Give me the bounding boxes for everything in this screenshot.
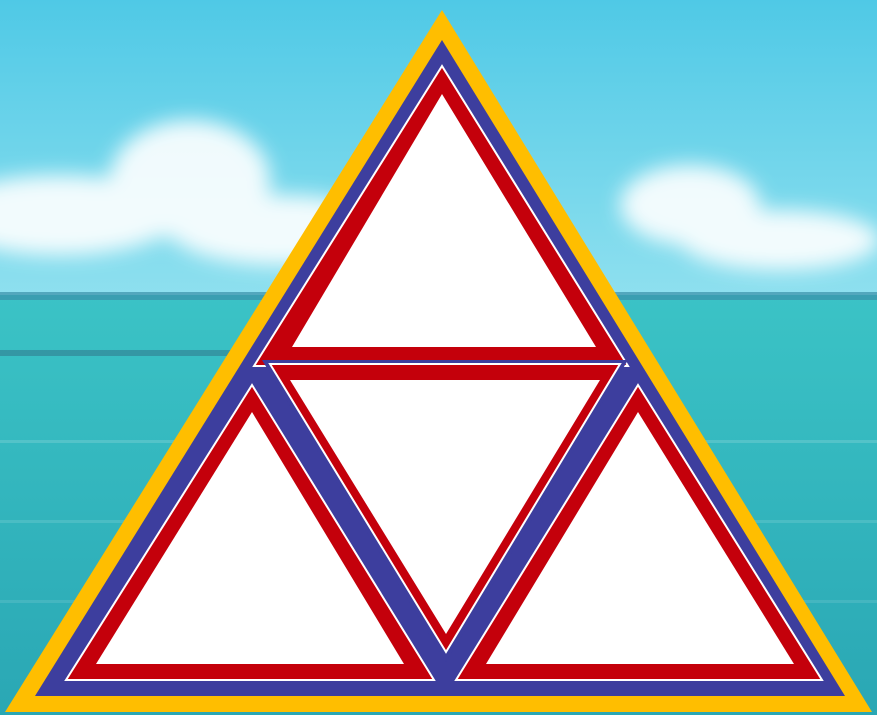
diagram-svg <box>0 0 877 715</box>
slide-canvas <box>0 0 877 715</box>
